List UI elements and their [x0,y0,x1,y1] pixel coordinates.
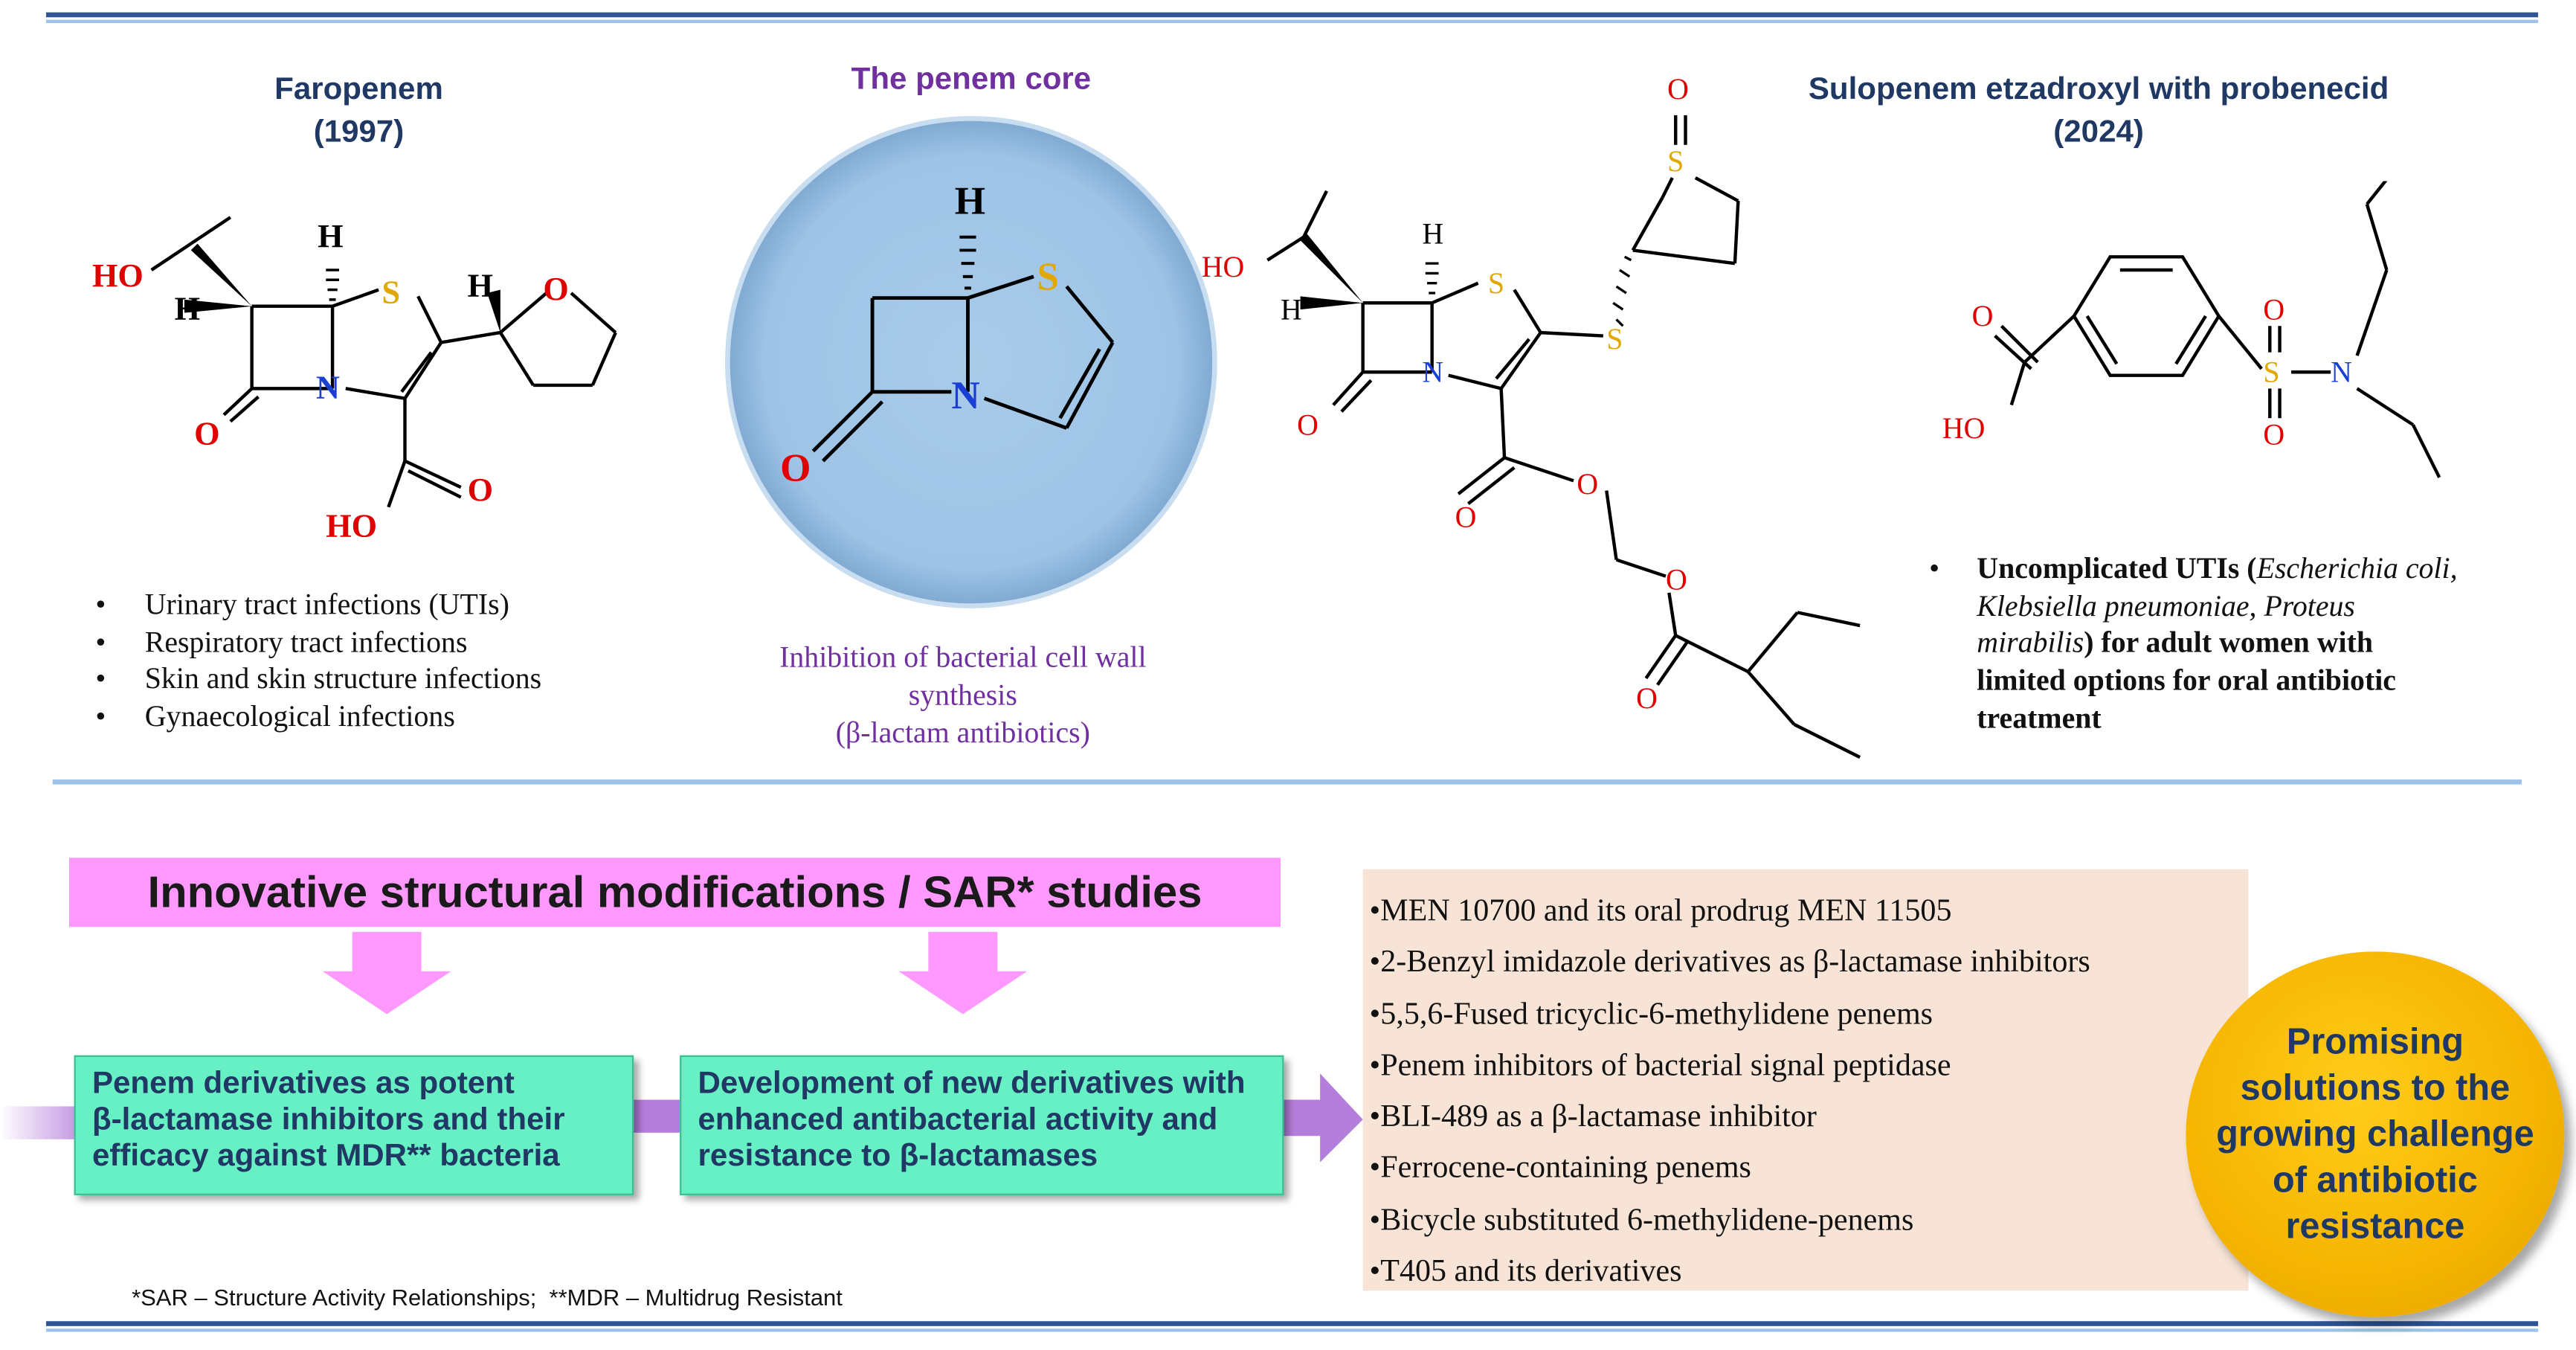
atom-o: O [780,446,811,489]
atom-ho: HO [326,508,377,544]
atom-s: S [1037,256,1059,299]
atom-ho: HO [92,257,144,294]
atom-s: S [1667,144,1684,178]
atom-h: H [318,218,343,254]
atom-n: N [316,370,340,406]
bottom-rule [45,1321,2539,1332]
atom-n: N [951,374,979,417]
atom-ho: HO [1942,411,1986,445]
list-item: •Ferrocene-containing penems [1369,1151,1751,1186]
box-new-derivatives: Development of new derivatives with enha… [680,1055,1284,1195]
atom-h: H [955,180,985,223]
down-arrow-icon [322,931,451,1015]
penem-core-structure: H S N O [725,116,1217,608]
atom-o: O [468,472,493,508]
probenecid-structure: O HO S O O N [1942,181,2441,478]
atom-h: H [175,290,200,327]
list-item: Gynaecological infections [95,698,688,736]
list-item: Skin and skin structure infections [95,660,688,698]
atom-o: O [1667,72,1689,106]
list-item: •Penem inhibitors of bacterial signal pe… [1369,1048,1951,1084]
research-list: •MEN 10700 and its oral prodrug MEN 1150… [1362,869,2249,1291]
sar-banner: Innovative structural modifications / SA… [68,858,1281,928]
list-item: •5,5,6-Fused tricyclic-6-methylidene pen… [1369,997,1933,1032]
mechanism-text: Inhibition of bacterial cell wall synthe… [779,640,1147,750]
list-item: Urinary tract infections (UTIs) [95,586,688,623]
atom-h: H [1422,217,1443,251]
atom-n: N [2331,356,2352,389]
footnote: *SAR – Structure Activity Relationships;… [132,1284,843,1311]
conclusion-circle: Promising solutions to the growing chall… [2186,951,2565,1317]
atom-o: O [1455,500,1477,533]
box-beta-lactamase-inhibitors: Penem derivatives as potent β-lactamase … [74,1055,634,1195]
atom-h: H [468,267,493,303]
sulopenem-structure: HO H H S N O S S O O O O O [1202,72,1861,759]
list-item: Respiratory tract infections [95,623,688,660]
atom-o: O [194,416,219,452]
sulopenem-title: Sulopenem etzadroxyl with probenecid (20… [1808,72,2389,150]
atom-o: O [543,271,568,307]
list-item: •2-Benzyl imidazole derivatives as β-lac… [1369,945,2090,980]
atom-h: H [1281,292,1302,326]
atom-o: O [1972,299,1994,332]
faropenem-title: Faropenem (1997) [274,72,443,150]
list-item: •BLI-489 as a β-lactamase inhibitor [1369,1099,1817,1135]
top-rule [45,12,2539,23]
atom-ho: HO [1202,250,1245,283]
flow-arrow-icon [1284,1073,1363,1163]
faropenem-structure: HO H H S N O H O O HO [92,216,617,544]
atom-o: O [2263,292,2284,326]
atom-n: N [1422,356,1443,389]
atom-s: S [1606,322,1623,356]
atom-s: S [1488,266,1504,300]
penem-core-title: The penem core [851,62,1092,97]
list-item: •Bicycle substituted 6-methylidene-penem… [1369,1203,1914,1238]
atom-o: O [2263,418,2284,451]
list-item: •T405 and its derivatives [1369,1254,1682,1290]
atom-o: O [1577,467,1598,501]
down-arrow-icon [898,931,1028,1015]
atom-s: S [2263,356,2279,389]
faropenem-uses-list: Urinary tract infections (UTIs) Respirat… [95,586,688,736]
sulopenem-use: • Uncomplicated UTIs (Escherichia coli, … [1929,551,2458,734]
atom-o: O [1636,681,1658,715]
atom-o: O [1666,562,1687,596]
list-item: •MEN 10700 and its oral prodrug MEN 1150… [1369,893,1952,929]
atom-s: S [382,274,401,310]
middle-rule [52,780,2522,785]
atom-o: O [1297,408,1318,441]
